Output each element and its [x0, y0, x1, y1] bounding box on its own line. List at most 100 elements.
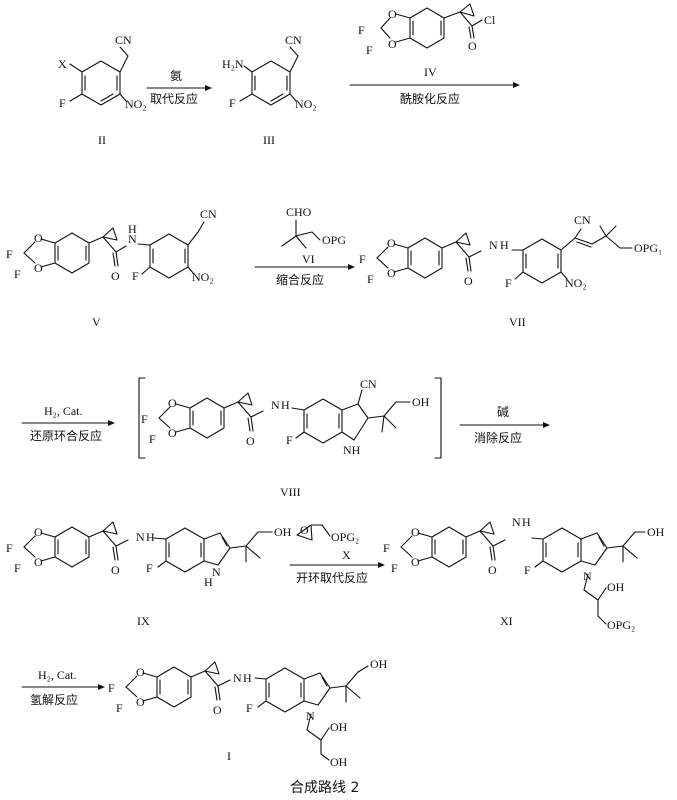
atom-O: O — [34, 525, 43, 539]
atom-F: F — [358, 23, 365, 37]
atom-OH: OH — [330, 720, 348, 734]
atom-O: O — [246, 434, 255, 448]
compound-I-structure: O O F F O N H F N OH OH OH — [108, 657, 388, 769]
figure-caption: 合成路线 2 — [290, 780, 359, 796]
atom-OH: OH — [274, 525, 292, 539]
compound-XI-structure: O O F F O N H F N OH OH OPG₂ — [383, 515, 665, 632]
bracket-right — [434, 377, 442, 459]
atom-O: O — [300, 523, 309, 537]
compound-III-structure: H₂N F CN NO₂ — [222, 33, 317, 111]
compound-VII-structure: O O F F O N H F CN NO₂ OPG₁ — [359, 213, 662, 290]
atom-OH: OH — [607, 580, 625, 594]
atom-F: F — [108, 681, 115, 695]
atom-F: F — [116, 701, 123, 715]
atom-F: F — [383, 541, 390, 555]
atom-H: H — [128, 222, 137, 236]
atom-H: H — [281, 398, 290, 412]
atom-O: O — [34, 555, 43, 569]
atom-F: F — [59, 96, 66, 110]
step-6-condition: 开环取代反应 — [296, 570, 368, 585]
label-compound-IV: IV — [424, 65, 437, 79]
atom-F: F — [505, 276, 512, 290]
atom-N: N — [512, 515, 521, 529]
atom-CN: CN — [285, 33, 302, 47]
atom-X: X — [58, 57, 67, 71]
label-compound-IX: IX — [137, 614, 150, 628]
step-7-reagent: H₂, Cat. — [38, 668, 77, 682]
atom-O: O — [168, 426, 177, 440]
atom-F: F — [367, 272, 374, 286]
atom-N: N — [271, 398, 280, 412]
atom-H: H — [243, 671, 252, 685]
atom-NO2: NO₂ — [125, 97, 147, 111]
atom-O: O — [111, 269, 120, 283]
atom-OH: OH — [412, 395, 430, 409]
atom-O: O — [388, 37, 397, 51]
atom-NO2: NO₂ — [295, 97, 317, 111]
atom-N: N — [489, 238, 498, 252]
atom-N: N — [212, 565, 221, 579]
compound-IV-structure: O O F F O Cl — [358, 3, 496, 57]
atom-N: N — [306, 709, 315, 723]
atom-O: O — [34, 231, 43, 245]
arrow-step-2: 酰胺化反应 — [349, 82, 520, 106]
label-compound-VI: VI — [302, 252, 315, 266]
step-7-condition: 氢解反应 — [30, 692, 78, 707]
atom-OH: OH — [330, 755, 348, 769]
compound-V-structure: O O F F O N H F CN NO₂ — [6, 207, 217, 284]
atom-Cl: Cl — [484, 13, 496, 27]
atom-O: O — [168, 396, 177, 410]
step-1-reagent: 氨 — [170, 69, 182, 83]
atom-H: H — [204, 575, 213, 589]
atom-O: O — [387, 266, 396, 280]
atom-CN: CN — [115, 33, 132, 47]
step-5-reagent: 碱 — [497, 405, 509, 419]
atom-O: O — [464, 274, 473, 288]
atom-OPG2: OPG₂ — [331, 530, 359, 544]
atom-N: N — [583, 569, 592, 583]
compound-VI-structure: CHO OPG — [281, 205, 346, 249]
atom-NH: NH — [343, 443, 361, 457]
atom-O: O — [468, 39, 477, 53]
atom-F: F — [141, 412, 148, 426]
step-4-reagent: H₂, Cat. — [44, 404, 83, 418]
atom-O: O — [136, 665, 145, 679]
atom-F: F — [14, 267, 21, 281]
atom-O: O — [111, 563, 120, 577]
atom-N: N — [233, 671, 242, 685]
atom-O: O — [388, 7, 397, 21]
atom-F: F — [359, 252, 366, 266]
atom-F: F — [132, 269, 139, 283]
atom-F: F — [366, 43, 373, 57]
atom-NO2: NO₂ — [192, 270, 214, 284]
label-compound-V: V — [92, 315, 101, 329]
arrow-step-5: 碱 消除反应 — [459, 405, 550, 445]
atom-CN: CN — [574, 213, 591, 227]
arrow-step-7: H₂, Cat. 氢解反应 — [21, 668, 105, 707]
step-4-condition: 还原环合反应 — [30, 428, 102, 443]
arrow-step-3: 缩合反应 — [254, 264, 355, 287]
step-2-condition: 酰胺化反应 — [400, 91, 460, 106]
atom-OPG2: OPG₂ — [607, 618, 635, 632]
bracket-left — [138, 377, 146, 459]
atom-O: O — [213, 703, 222, 717]
label-compound-XI: XI — [500, 614, 513, 628]
atom-F: F — [14, 561, 21, 575]
label-compound-VIII: VIII — [280, 485, 301, 499]
atom-CN: CN — [200, 207, 217, 221]
atom-CN: CN — [360, 377, 377, 391]
atom-O: O — [488, 563, 497, 577]
arrow-step-4: H₂, Cat. 还原环合反应 — [21, 404, 115, 443]
atom-H: H — [522, 515, 531, 529]
atom-OPG: OPG — [322, 233, 346, 247]
atom-O: O — [136, 695, 145, 709]
atom-H: H — [146, 530, 155, 544]
atom-CHO: CHO — [286, 205, 312, 219]
atom-NO2: NO₂ — [565, 276, 587, 290]
step-1-condition: 取代反应 — [150, 91, 198, 106]
atom-F: F — [391, 561, 398, 575]
arrow-step-6: 开环取代反应 — [289, 562, 385, 585]
compound-II-structure: X F CN NO₂ — [58, 33, 147, 111]
step-5-condition: 消除反应 — [474, 430, 522, 445]
compound-X-structure: O OPG₂ — [296, 523, 359, 544]
